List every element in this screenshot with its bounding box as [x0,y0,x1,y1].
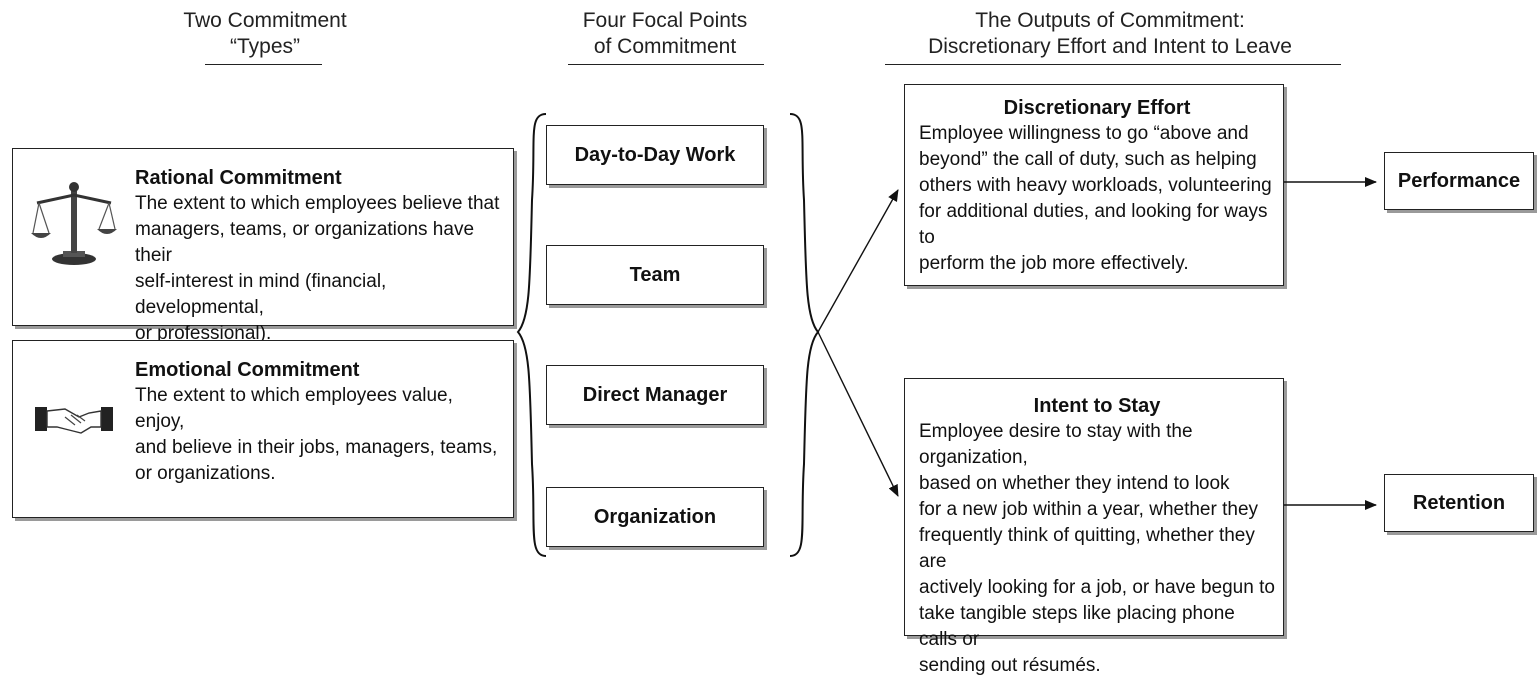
discretionary-effort-line: others with heavy workloads, volunteerin… [919,175,1272,196]
rational-commitment-title: Rational Commitment [135,167,342,189]
performance-label: Performance [1397,169,1521,192]
focal-point-label: Day-to-Day Work [574,143,736,166]
retention-box: Retention [1384,474,1534,532]
header-outputs-rule [885,64,1341,65]
discretionary-effort-line: perform the job more effectively. [919,253,1189,274]
header-focal-points-line2: of Commitment [593,35,737,58]
rational-commitment-content: Rational Commitment The extent to which … [135,165,507,347]
header-focal-points-line1: Four Focal Points [582,9,748,32]
intent-to-stay-content: Intent to Stay Employee desire to stay w… [919,393,1275,679]
intent-to-stay-title: Intent to Stay [1033,395,1161,417]
rational-commitment-line: The extent to which employees believe th… [135,193,500,214]
arrow-to-discretionary-effort [817,189,899,333]
focal-point-label: Direct Manager [582,383,728,406]
header-focal-points: Four Focal Points of Commitment [545,8,785,60]
focal-point-direct-manager: Direct Manager [546,365,764,425]
discretionary-effort-line: Employee willingness to go “above and [919,123,1249,144]
emotional-commitment-box: Emotional Commitment The extent to which… [12,340,514,518]
intent-to-stay-line: sending out résumés. [919,655,1101,676]
focal-point-day-to-day-work: Day-to-Day Work [546,125,764,185]
rational-commitment-box: Rational Commitment The extent to which … [12,148,514,344]
focal-point-label: Organization [593,505,717,528]
header-outputs-line1: The Outputs of Commitment: [975,9,1245,32]
focal-point-organization: Organization [546,487,764,547]
emotional-commitment-line: and believe in their jobs, managers, tea… [135,437,498,458]
discretionary-effort-line: beyond” the call of duty, such as helpin… [919,149,1257,170]
discretionary-effort-title: Discretionary Effort [1003,97,1191,119]
intent-to-stay-line: for a new job within a year, whether the… [919,499,1259,520]
rational-commitment-line: or professional). [135,323,272,344]
emotional-commitment-line: The extent to which employees value, enj… [135,385,453,432]
intent-to-stay-box: Intent to Stay Employee desire to stay w… [904,378,1284,676]
intent-to-stay-line: based on whether they intend to look [919,473,1230,494]
emotional-commitment-line: or organizations. [135,463,276,484]
intent-to-stay-line: actively looking for a job, or have begu… [919,577,1275,598]
discretionary-effort-line: for additional duties, and looking for w… [919,201,1268,248]
intent-to-stay-line: Employee desire to stay with the organiz… [919,421,1193,468]
left-brace [516,113,547,557]
discretionary-effort-box: Discretionary Effort Employee willingnes… [904,84,1284,286]
emotional-commitment-title: Emotional Commitment [135,359,360,381]
discretionary-effort-content: Discretionary Effort Employee willingnes… [919,95,1275,277]
header-commitment-types: Two Commitment “Types” [150,8,380,60]
focal-point-label: Team [629,263,681,286]
header-commitment-types-line2: “Types” [229,35,300,58]
header-outputs-line2: Discretionary Effort and Intent to Leave [928,35,1292,58]
header-focal-points-rule [568,64,764,65]
rational-commitment-line: self-interest in mind (financial, develo… [135,271,387,318]
focal-point-team: Team [546,245,764,305]
performance-box: Performance [1384,152,1534,210]
right-brace [789,113,820,557]
scales-icon [31,177,117,267]
header-outputs: The Outputs of Commitment: Discretionary… [880,8,1340,60]
header-commitment-types-line1: Two Commitment [183,9,347,32]
rational-commitment-line: managers, teams, or organizations have t… [135,219,475,266]
arrow-to-intent-to-stay [817,331,899,497]
header-commitment-types-rule [205,64,322,65]
handshake-icon [35,401,113,435]
emotional-commitment-content: Emotional Commitment The extent to which… [135,357,507,487]
intent-to-stay-line: frequently think of quitting, whether th… [919,525,1255,572]
retention-label: Retention [1412,491,1506,514]
intent-to-stay-line: take tangible steps like placing phone c… [919,603,1235,650]
